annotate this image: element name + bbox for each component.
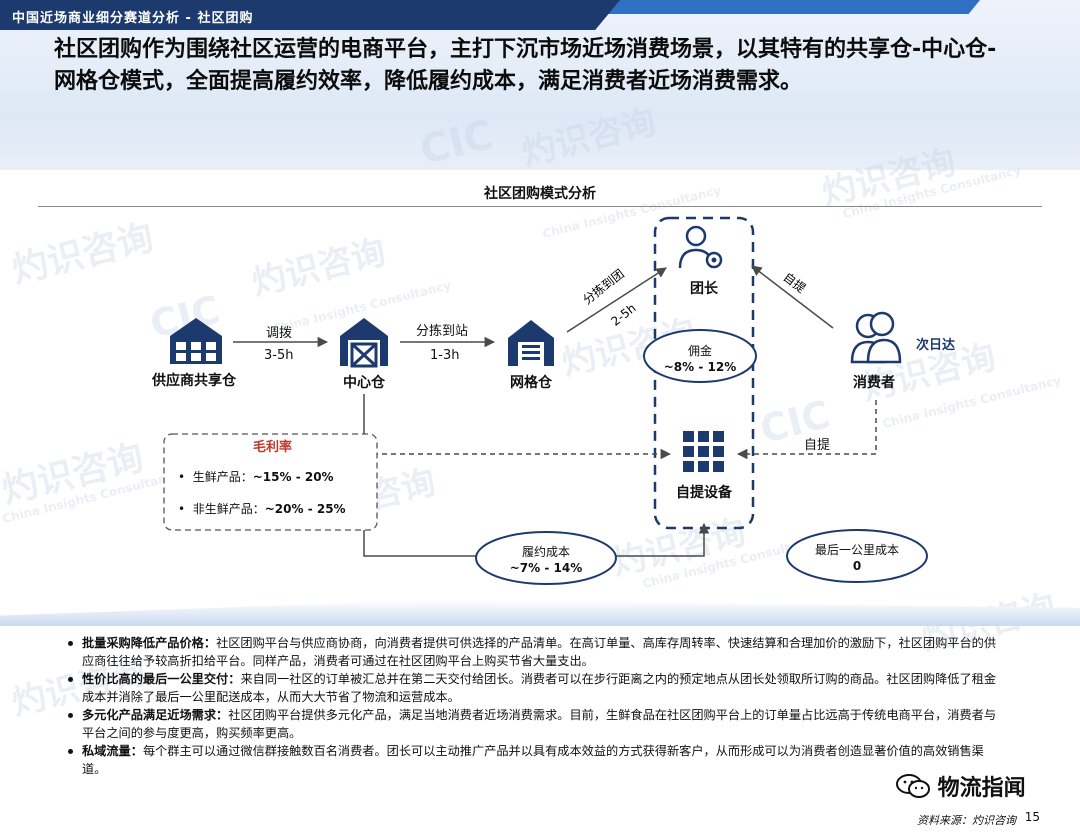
section-label: 中国近场商业细分赛道分析 - 社区团购 <box>12 11 254 26</box>
node-grid-label: 网格仓 <box>510 375 552 391</box>
bullet-item: 多元化产品满足近场需求：社区团购平台提供多元化产品，满足当地消费者近场消费需求。… <box>68 706 1008 742</box>
lastmile-cost-ellipse <box>786 529 928 583</box>
grid-warehouse-icon <box>508 320 554 366</box>
gross-margin-fresh-row: • 生鲜产品：~15% - 20% <box>178 468 334 485</box>
commission-value: ~8% - 12% <box>663 360 737 374</box>
commission-ellipse <box>643 329 757 383</box>
bullet-item: 私域流量：每个群主可以通过微信群接触数百名消费者。团长可以主动推广产品并以具有成… <box>68 742 1008 778</box>
gross-margin-box <box>163 433 378 531</box>
gross-margin-nonfresh-label: 非生鲜产品： <box>192 502 265 516</box>
bullet-dot: • <box>178 502 193 516</box>
next-day-label: 次日达 <box>916 338 956 353</box>
brand-logo-text: 物流指闻 <box>937 776 1026 801</box>
pickup-device-icon <box>683 431 724 472</box>
bullet-item: 性价比高的最后一公里交付：来自同一社区的订单被汇总并在第二天交付给团长。消费者可… <box>68 670 1008 706</box>
bullet-title: 性价比高的最后一公里交付： <box>82 672 241 686</box>
source-note: 资料来源：灼识咨询 <box>917 814 1016 827</box>
bullet-text: 来自同一社区的订单被汇总并在第二天交付给团长。消费者可以在步行距离之内的预定地点… <box>82 672 997 704</box>
edge-time-central-to-grid: 1-3h <box>430 348 460 363</box>
edge-label-grid-to-leader: 分拣到团 <box>580 266 627 307</box>
header-bar <box>0 0 620 30</box>
edge-time-supplier-to-central: 3-5h <box>264 348 294 363</box>
headline: 社区团购作为围绕社区运营的电商平台，主打下沉市场近场消费场景，以其特有的共享仓-… <box>54 37 997 94</box>
edge-label-consumer-to-pickup: 自提 <box>804 438 831 453</box>
gross-margin-fresh-label: 生鲜产品： <box>192 470 253 484</box>
arrow-consumer-to-leader <box>751 265 834 329</box>
brand-logo: 物流指闻 <box>896 770 1026 802</box>
gross-margin-panel: 毛利率 • 生鲜产品：~15% - 20% • 非生鲜产品：~20% - 25% <box>170 436 375 529</box>
central-warehouse-icon <box>340 318 388 368</box>
node-supplier-label: 供应商共享仓 <box>152 373 236 389</box>
edge-label-central-to-grid: 分拣到站 <box>416 324 469 339</box>
gross-margin-nonfresh-value: ~20% - 25% <box>264 502 346 516</box>
bullet-title: 批量采购降低产品价格： <box>82 636 217 650</box>
bullet-item: 批量采购降低产品价格：社区团购平台与供应商协商，向消费者提供可供选择的产品清单。… <box>68 634 1008 670</box>
diagram-title: 社区团购模式分析 <box>484 186 596 202</box>
header-accent-strip <box>600 0 980 14</box>
arrow-consumer-to-pickup <box>736 400 877 460</box>
bullet-list: 批量采购降低产品价格：社区团购平台与供应商协商，向消费者提供可供选择的产品清单。… <box>68 634 1008 778</box>
gross-margin-nonfresh-row: • 非生鲜产品：~20% - 25% <box>178 500 346 517</box>
arrow-grid-to-leader <box>566 267 667 333</box>
node-consumer-label: 消费者 <box>853 375 895 391</box>
bullet-title: 私域流量： <box>82 744 143 758</box>
leader-person-gear-icon <box>678 225 723 269</box>
lastmile-cost-value: 0 <box>852 559 862 573</box>
node-leader-label: 团长 <box>690 281 718 297</box>
wechat-icon <box>896 774 930 798</box>
page-number: 15 <box>1024 810 1040 824</box>
fulfill-cost-label: 履约成本 <box>521 545 570 559</box>
edge-time-grid-to-leader: 2-5h <box>609 301 639 329</box>
title-divider <box>38 206 1042 207</box>
fulfill-cost-ellipse <box>475 531 617 585</box>
supplier-warehouse-icon <box>170 318 222 364</box>
consumer-group-icon <box>850 311 902 364</box>
node-central-label: 中心仓 <box>343 375 385 391</box>
commission-label: 佣金 <box>687 344 712 358</box>
bullet-title: 多元化产品满足近场需求： <box>82 708 229 722</box>
bullet-text: 社区团购平台提供多元化产品，满足当地消费者近场消费需求。目前，生鲜食品在社区团购… <box>82 708 997 740</box>
bullet-text: 每个群主可以通过微信群接触数百名消费者。团长可以主动推广产品并以具有成本效益的方… <box>82 744 984 776</box>
lastmile-cost-label: 最后一公里成本 <box>814 543 899 557</box>
gross-margin-title: 毛利率 <box>252 440 292 455</box>
gross-margin-fresh-value: ~15% - 20% <box>252 470 334 484</box>
fulfill-cost-value: ~7% - 14% <box>509 561 583 575</box>
edge-label-supplier-to-central: 调拨 <box>266 326 293 341</box>
bullet-dot: • <box>178 470 193 484</box>
node-pickup-label: 自提设备 <box>676 485 732 501</box>
bullet-text: 社区团购平台与供应商协商，向消费者提供可供选择的产品清单。在高订单量、高库存周转… <box>82 636 997 668</box>
